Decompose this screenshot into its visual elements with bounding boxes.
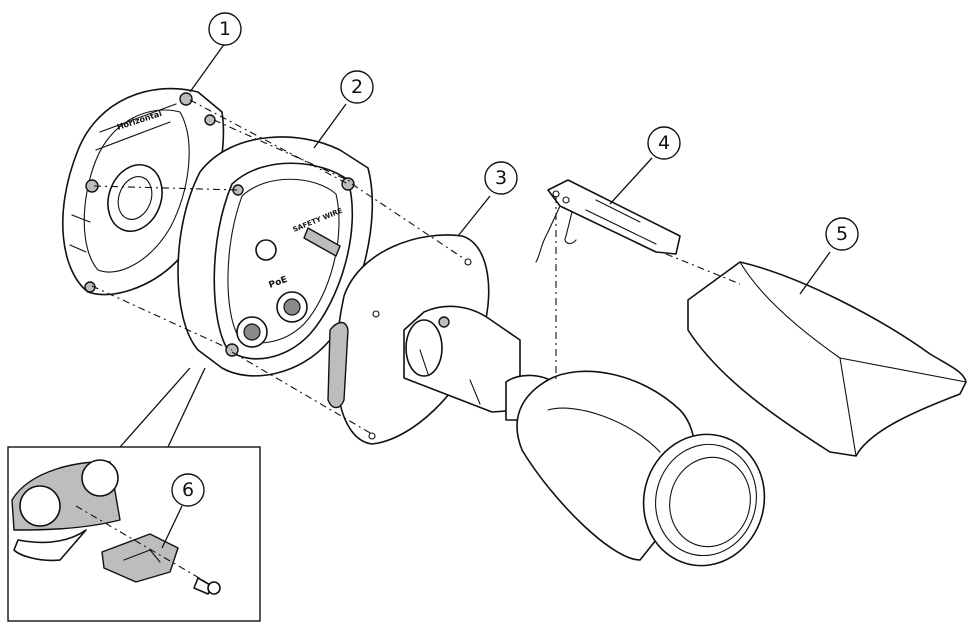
junction-box: PoE SAFETY WIRE [177, 136, 374, 377]
alignment-lines [91, 99, 741, 435]
callout-label: 1 [219, 18, 231, 40]
callout-leaders [161, 42, 831, 549]
callout-label: 4 [658, 132, 670, 154]
detail-inset [7, 367, 261, 622]
bracket [535, 179, 681, 263]
callout-3: 3 [484, 161, 518, 195]
callout-label: 6 [182, 479, 194, 501]
callout-6: 6 [171, 473, 205, 507]
callout-5: 5 [825, 217, 859, 251]
callout-4: 4 [647, 126, 681, 160]
callout-label: 2 [351, 76, 363, 98]
callout-label: 5 [836, 223, 848, 245]
camera-body [327, 234, 766, 567]
callout-1: 1 [208, 12, 242, 46]
callout-label: 3 [495, 167, 507, 189]
sunshield [687, 261, 967, 457]
callout-2: 2 [340, 70, 374, 104]
